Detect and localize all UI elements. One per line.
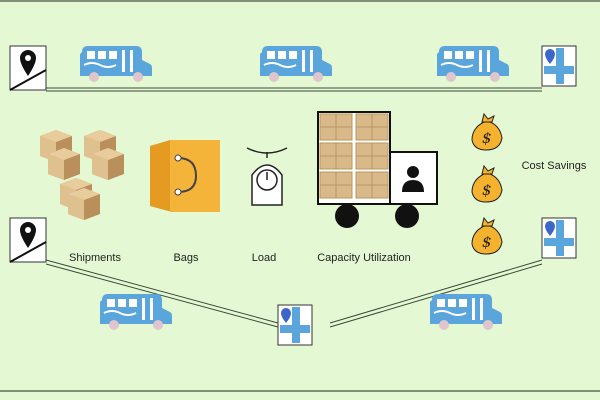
bus-icon xyxy=(429,293,503,331)
map-icon xyxy=(541,45,577,87)
top-route-line xyxy=(46,87,542,92)
map-icon xyxy=(277,304,313,346)
bus-icon xyxy=(79,45,153,83)
person-icon xyxy=(402,166,424,192)
boxes-icon xyxy=(40,130,124,220)
location-pin-icon xyxy=(9,45,47,91)
money-bag-icon xyxy=(471,217,503,255)
capacity-utilization-label: Capacity Utilization xyxy=(317,252,411,264)
shipments-label: Shipments xyxy=(69,252,121,264)
shopping-bag-icon xyxy=(150,140,220,212)
bags-label: Bags xyxy=(173,252,199,264)
cost-savings-label: Cost Savings xyxy=(521,160,587,172)
location-pin-icon xyxy=(9,217,47,263)
load-label: Load xyxy=(251,252,277,264)
left-diagonal-route xyxy=(45,259,279,328)
truck-icon xyxy=(317,111,438,228)
bus-icon xyxy=(436,45,510,83)
bus-icon xyxy=(259,45,333,83)
map-icon xyxy=(541,217,577,259)
money-bag-icon xyxy=(471,113,503,151)
money-bag-icon xyxy=(471,165,503,203)
scale-icon xyxy=(246,147,288,206)
bus-icon xyxy=(99,293,173,331)
